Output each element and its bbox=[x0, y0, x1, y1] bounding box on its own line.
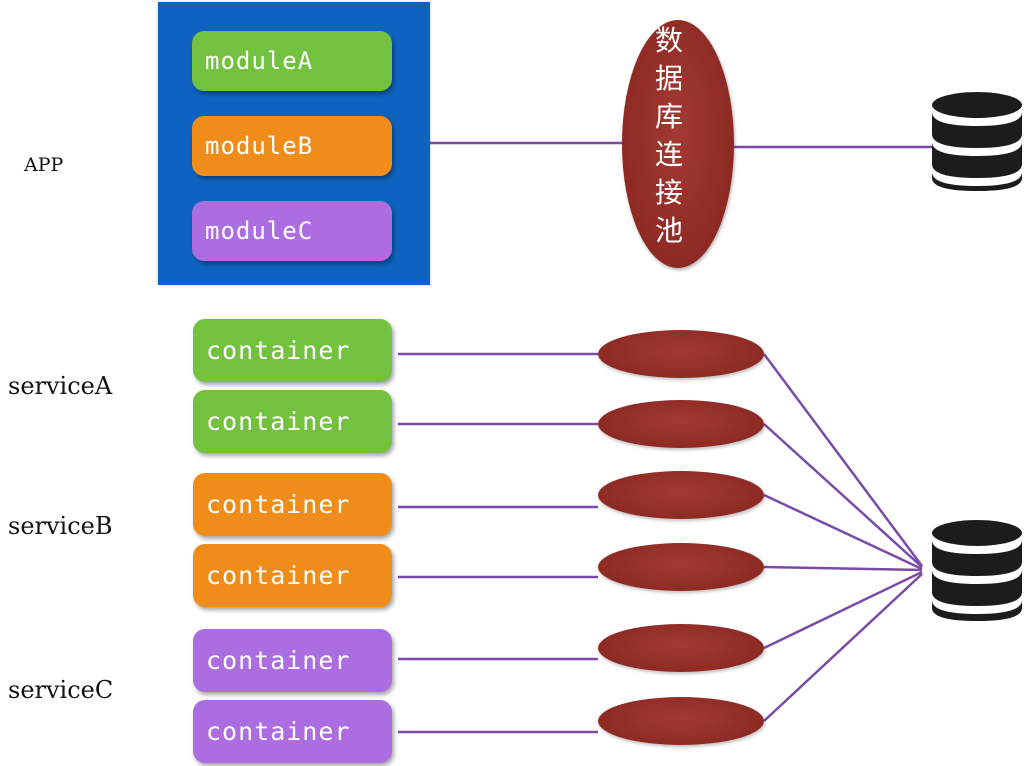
connection-pool-5 bbox=[598, 624, 764, 672]
pool-4-to-db-line bbox=[763, 565, 923, 572]
connection-pool-label: 数 据 库 连 接 池 bbox=[634, 22, 704, 250]
connection-pool-1 bbox=[598, 330, 764, 378]
service-c-container-1: container bbox=[193, 629, 392, 692]
module-a: moduleA bbox=[192, 31, 392, 91]
service-a-container-2: container bbox=[193, 390, 392, 453]
connection-pool-4 bbox=[598, 543, 764, 591]
service-b-container-2: container bbox=[193, 544, 392, 607]
pool-6-to-db-line bbox=[763, 573, 923, 722]
connection-pool-6 bbox=[598, 697, 764, 745]
database-icon bbox=[932, 92, 1022, 191]
pool-1-to-db-line bbox=[762, 353, 924, 567]
service-b-label: serviceB bbox=[8, 512, 113, 540]
pool-char: 据 bbox=[654, 62, 683, 95]
service-c-label: serviceC bbox=[8, 676, 114, 704]
app-connection-pool bbox=[622, 20, 734, 268]
pool-5-to-db-line bbox=[763, 570, 923, 650]
pool-char: 池 bbox=[654, 214, 683, 247]
service-a-container-1: container bbox=[193, 319, 392, 382]
module-c: moduleC bbox=[192, 201, 392, 261]
service-b-container-1: container bbox=[193, 473, 392, 536]
pool-2-to-db-line bbox=[763, 423, 923, 568]
service-c-container-2: container bbox=[193, 700, 392, 763]
service-a-label: serviceA bbox=[8, 372, 113, 400]
database-icon bbox=[932, 520, 1022, 621]
connection-pool-3 bbox=[598, 471, 764, 519]
pool-3-to-db-line bbox=[763, 493, 923, 571]
pool-char: 连 bbox=[654, 138, 683, 171]
module-b: moduleB bbox=[192, 116, 392, 176]
pool-char: 库 bbox=[654, 100, 683, 133]
pool-char: 数 bbox=[654, 24, 683, 57]
app-label: APP bbox=[24, 154, 64, 176]
pool-char: 接 bbox=[654, 176, 683, 209]
app-box: moduleA moduleB moduleC bbox=[158, 2, 430, 285]
connection-pool-2 bbox=[598, 400, 764, 448]
